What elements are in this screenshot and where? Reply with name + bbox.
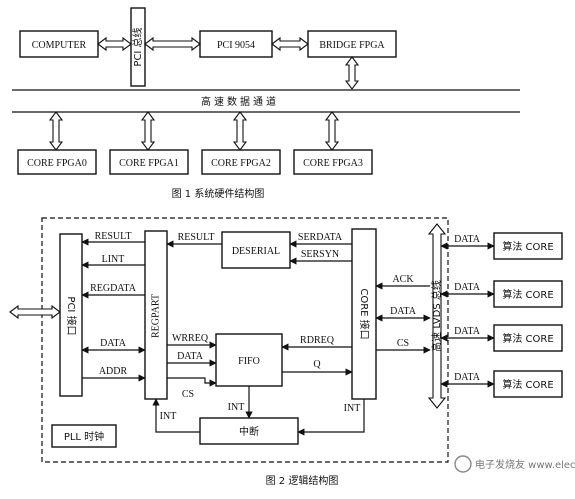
data-mid-label: DATA — [177, 351, 204, 362]
pci-external-arrow — [9, 304, 61, 320]
lvds-bus-arrow — [427, 223, 447, 409]
pci-bus-label: PCI 总线 — [131, 27, 144, 66]
result-mid-label: RESULT — [178, 232, 215, 243]
deserial-box — [221, 231, 291, 269]
core-fpga2-box — [201, 149, 281, 175]
computer-box — [19, 30, 99, 58]
core-fpga0-box — [17, 149, 97, 175]
bridge-fpga-box — [307, 30, 397, 58]
algo3-data-label: DATA — [454, 372, 481, 383]
fifo-label: FIFO — [238, 356, 260, 367]
watermark-logo-icon — [454, 455, 472, 473]
data-left-label: DATA — [100, 338, 127, 349]
sersyn-label: SERSYN — [301, 249, 339, 260]
algo-core-2-label: 算法 CORE — [502, 332, 553, 345]
interrupt-label: 中断 — [239, 425, 259, 438]
wrreq-label: WRREQ — [172, 333, 209, 344]
rdreq-label: RDREQ — [300, 335, 335, 346]
9054-bridge-arrow — [271, 36, 309, 52]
int-fifo-label: INT — [228, 402, 245, 413]
int-regpart-line — [152, 398, 200, 433]
lint-label: LINT — [102, 254, 125, 265]
core-iface-label: CORE 接口 — [358, 288, 371, 339]
addr-label: ADDR — [99, 366, 128, 377]
bridge-fpga-label: BRIDGE FPGA — [319, 40, 385, 51]
pll-label: PLL 时钟 — [64, 430, 104, 443]
bus-core3-arrow — [324, 111, 340, 151]
pll-box — [51, 424, 117, 448]
core-fpga1-label: CORE FPGA1 — [119, 158, 179, 169]
lvds-bus-label: 高速 LVDS 总线 — [430, 280, 443, 352]
computer-label: COMPUTER — [32, 40, 87, 51]
fifo-box — [215, 333, 283, 387]
bus-core0-arrow — [48, 111, 64, 151]
int-core-label: INT — [344, 403, 361, 414]
algo0-data-label: DATA — [454, 234, 481, 245]
deserial-label: DESERIAL — [232, 246, 280, 257]
figure-1: COMPUTER PCI 总线 PCI 9054 BRIDGE FPGA 高速数… — [12, 7, 520, 200]
cs-left-line — [167, 377, 217, 387]
pci9054-box — [199, 30, 273, 58]
bus-core1-arrow — [140, 111, 156, 151]
computer-pci-arrow — [97, 36, 132, 52]
algo-core-0-box — [493, 232, 563, 260]
pci-9054-arrow — [144, 36, 201, 52]
regpart-label: REGPART — [150, 294, 161, 338]
figure-1-caption: 图 1 系统硬件结构图 — [172, 187, 265, 200]
algo1-data-label: DATA — [454, 282, 481, 293]
ack-label: ACK — [392, 274, 414, 285]
data-core-label: DATA — [390, 306, 417, 317]
bridge-bus-arrow — [344, 56, 360, 90]
core-iface-box — [351, 228, 377, 400]
pci-iface-label: PCI 接口 — [65, 296, 78, 335]
figure-2-caption: 图 2 逻辑结构图 — [266, 474, 339, 487]
bus-core2-arrow — [232, 111, 248, 151]
core-fpga3-label: CORE FPGA3 — [303, 158, 363, 169]
core-fpga2-label: CORE FPGA2 — [211, 158, 271, 169]
core-fpga0-label: CORE FPGA0 — [27, 158, 87, 169]
regdata-label: REGDATA — [90, 283, 137, 294]
algo-core-1-box — [493, 280, 563, 308]
algo-core-3-box — [493, 370, 563, 398]
cs-right-label: CS — [397, 338, 409, 349]
algo-core-3-label: 算法 CORE — [502, 378, 553, 391]
core-fpga3-box — [293, 149, 373, 175]
highspeed-label: 高速数据通道 — [201, 95, 279, 108]
result-left-label: RESULT — [95, 231, 132, 242]
watermark: 电子发烧友 www.elecfans.com — [454, 455, 575, 473]
figure-2: PCI 接口 REGPART RESULT LINT REGDATA DATA … — [9, 217, 563, 487]
core-fpga1-box — [109, 149, 189, 175]
pci-bus-bar — [130, 7, 146, 87]
algo2-data-label: DATA — [454, 326, 481, 337]
cs-left-label: CS — [182, 389, 194, 400]
int-core-line — [297, 399, 365, 436]
watermark-text: 电子发烧友 www.elecfans.com — [475, 458, 575, 471]
q-label: Q — [313, 359, 321, 370]
algo-core-0-label: 算法 CORE — [502, 240, 553, 253]
pci9054-label: PCI 9054 — [217, 40, 255, 51]
int-regpart-label: INT — [160, 411, 177, 422]
serdata-label: SERDATA — [298, 232, 343, 243]
algo-core-2-box — [493, 324, 563, 352]
algo-core-1-label: 算法 CORE — [502, 288, 553, 301]
pci-iface-box — [59, 233, 83, 397]
